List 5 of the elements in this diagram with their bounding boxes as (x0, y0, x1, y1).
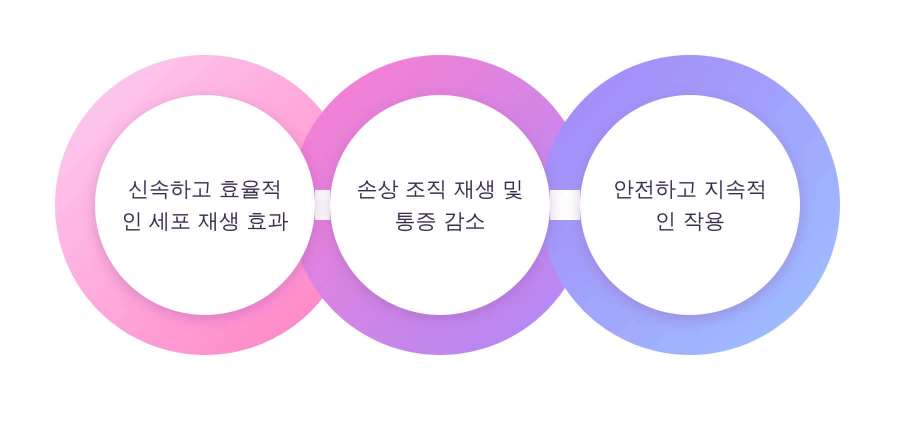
node-text: 신속하고 효율적인 세포 재생 효과 (120, 176, 290, 235)
connector-band (550, 190, 580, 220)
node-text: 안전하고 지속적인 작용 (612, 176, 768, 235)
connector-band (315, 190, 330, 220)
node-text: 손상 조직 재생 및 통증 감소 (355, 176, 525, 235)
